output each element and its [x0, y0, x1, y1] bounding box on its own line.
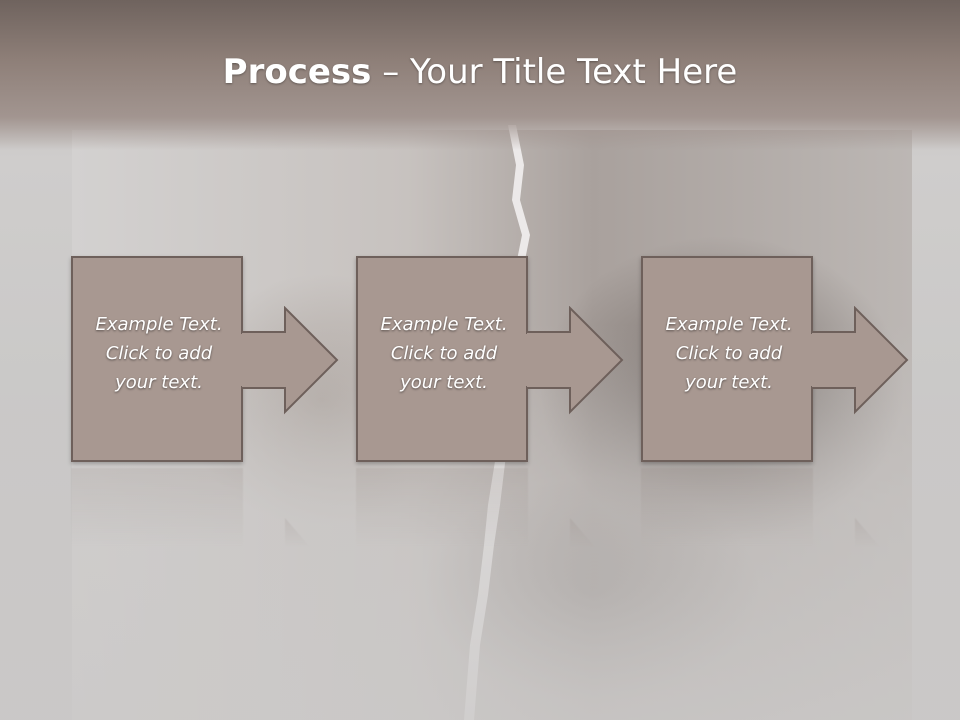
shapes-reflection: [71, 468, 881, 548]
arrow-right-icon: [241, 306, 339, 415]
step-text[interactable]: Example Text. Click to add your text.: [643, 310, 815, 397]
step-box[interactable]: Example Text. Click to add your text.: [641, 256, 813, 462]
step-text-line2: Click to add: [105, 343, 213, 364]
step-box[interactable]: Example Text. Click to add your text.: [71, 256, 243, 462]
step-text-line2: Click to add: [675, 343, 783, 364]
step-box[interactable]: Example Text. Click to add your text.: [356, 256, 528, 462]
step-text-line3: your text.: [685, 372, 773, 393]
step-text[interactable]: Example Text. Click to add your text.: [358, 310, 530, 397]
step-text[interactable]: Example Text. Click to add your text.: [73, 310, 245, 397]
title-rest: Your Title Text Here: [410, 52, 738, 92]
step-text-line1: Example Text.: [95, 314, 223, 335]
title-dash: –: [371, 52, 411, 92]
arrow-right-icon: [526, 306, 624, 415]
title-band: [0, 0, 960, 150]
step-text-line3: your text.: [115, 372, 203, 393]
step-text-line1: Example Text.: [665, 314, 793, 335]
arrow-right-icon: [811, 306, 909, 415]
step-text-line1: Example Text.: [380, 314, 508, 335]
title-bold: Process: [222, 52, 372, 92]
slide-title[interactable]: Process – Your Title Text Here: [0, 52, 960, 92]
step-text-line2: Click to add: [390, 343, 498, 364]
step-text-line3: your text.: [400, 372, 488, 393]
